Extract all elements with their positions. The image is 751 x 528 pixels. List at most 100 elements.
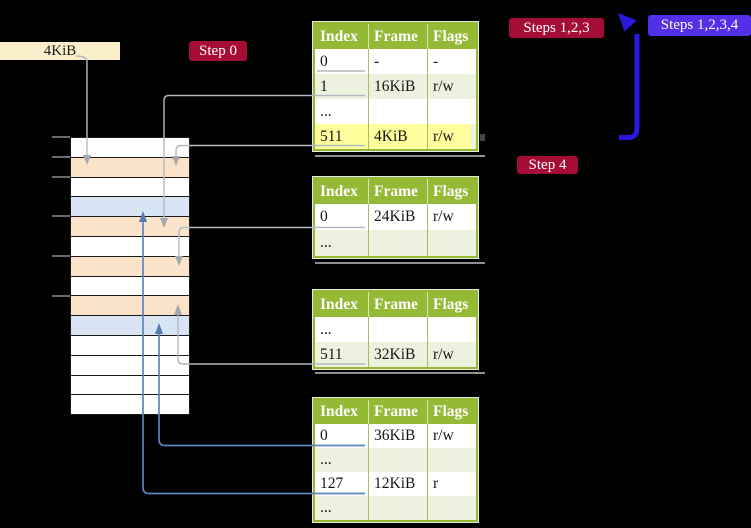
table-row: ... <box>315 99 476 124</box>
cell-frame <box>368 496 427 520</box>
table-row: ... <box>315 317 476 342</box>
table-row: 0 - - <box>315 49 476 74</box>
cell-flags: r <box>427 472 476 496</box>
cell-index: ... <box>320 320 332 338</box>
memory-row <box>71 335 189 356</box>
table-shadow <box>315 155 485 157</box>
table-header: Index Frame Flags <box>315 292 476 317</box>
cell-flags: r/w <box>427 124 476 149</box>
cell-flags <box>427 317 476 342</box>
table-row: ... <box>315 230 476 256</box>
cell-index: 127 <box>320 475 344 492</box>
frame-boundary-tick <box>52 295 70 297</box>
cell-frame: 12KiB <box>368 472 427 496</box>
memory-row <box>71 375 189 396</box>
table-row: 1 16KiB r/w <box>315 74 476 99</box>
header-flags: Flags <box>427 24 476 49</box>
table-shadow <box>315 372 485 374</box>
memory-row <box>71 177 189 198</box>
memory-row <box>71 217 189 237</box>
cell-index: 511 <box>315 124 368 149</box>
cell-flags: r/w <box>427 424 476 448</box>
cell-index: 0 <box>320 208 328 225</box>
memory-row <box>71 296 189 317</box>
header-index: Index <box>320 403 358 420</box>
table-row: 511 32KiB r/w <box>315 342 476 367</box>
header-index: Index <box>320 27 358 45</box>
header-flags: Flags <box>427 179 476 204</box>
page-table-third: Index Frame Flags ... 511 32KiB r/w <box>313 290 478 369</box>
loop-arrow <box>619 34 640 140</box>
table-row: 0 24KiB r/w <box>315 204 476 230</box>
memory-row <box>71 355 189 376</box>
table-row: ... <box>315 448 476 472</box>
table-shadow <box>315 262 485 264</box>
loop-arrowhead <box>618 13 637 32</box>
header-frame: Frame <box>368 292 427 317</box>
cell-flags <box>427 99 476 124</box>
steps1234-label: Steps 1,2,3,4 <box>648 15 751 36</box>
header-frame: Frame <box>368 400 427 424</box>
header-index: Index <box>320 182 358 200</box>
memory-row <box>71 256 189 277</box>
cell-index: ... <box>320 102 332 120</box>
cell-flags <box>427 496 476 520</box>
cell-index: ... <box>320 234 332 251</box>
table-header: Index Frame Flags <box>315 179 476 204</box>
cell-frame: 24KiB <box>368 204 427 230</box>
page-table-fourth: Index Frame Flags 0 36KiB r/w ... 127 12… <box>313 398 478 522</box>
cell-flags: r/w <box>427 342 476 367</box>
cell-flags <box>427 230 476 256</box>
memory-row <box>71 316 189 336</box>
cell-index: ... <box>320 451 332 468</box>
cell-frame: 16KiB <box>368 74 427 99</box>
memory-row <box>71 157 189 178</box>
step4-label: Step 4 <box>517 156 578 174</box>
header-frame: Frame <box>368 179 427 204</box>
memory-row <box>71 395 189 415</box>
table-header: Index Frame Flags <box>315 24 476 49</box>
cell-flags: r/w <box>427 74 476 99</box>
cell-frame: 36KiB <box>368 424 427 448</box>
memory-row <box>71 138 189 158</box>
cell-frame <box>368 448 427 472</box>
frame-boundary-tick <box>52 255 70 257</box>
cell-frame: - <box>368 49 427 74</box>
physical-memory-strip <box>70 137 190 416</box>
table-row: 127 12KiB r <box>315 472 476 496</box>
header-frame: Frame <box>368 24 427 49</box>
steps123-label: Steps 1,2,3 <box>509 18 604 38</box>
cell-frame: 4KiB <box>368 124 427 149</box>
cell-frame <box>368 99 427 124</box>
table-row-highlighted: 511 4KiB r/w <box>315 124 476 149</box>
frame-boundary-tick <box>52 215 70 217</box>
step0-label: Step 0 <box>189 41 247 61</box>
frame-boundary-tick <box>52 136 70 138</box>
cell-flags: r/w <box>427 204 476 230</box>
page-table-second: Index Frame Flags 0 24KiB r/w ... <box>313 177 478 258</box>
frame-boundary-tick <box>52 156 70 158</box>
cell-index: 0 <box>320 427 328 444</box>
memory-row <box>71 276 189 297</box>
page-table-top: Index Frame Flags 0 - - 1 16KiB r/w ... … <box>313 22 478 151</box>
cell-index: 1 <box>320 77 328 95</box>
frame-boundary-tick <box>52 176 70 178</box>
small-marker <box>480 134 485 141</box>
header-flags: Flags <box>427 292 476 317</box>
page-size-label: 4KiB <box>0 42 120 60</box>
memory-row <box>71 197 189 218</box>
memory-row <box>71 236 189 257</box>
cell-index: 0 <box>320 52 328 70</box>
cell-flags <box>427 448 476 472</box>
header-index: Index <box>320 295 358 313</box>
table-row: 0 36KiB r/w <box>315 424 476 448</box>
table-row: ... <box>315 496 476 520</box>
cell-frame: 32KiB <box>368 342 427 367</box>
cell-frame <box>368 230 427 256</box>
table-header: Index Frame Flags <box>315 400 476 424</box>
cell-index: 511 <box>320 345 343 363</box>
header-flags: Flags <box>427 400 476 424</box>
cell-frame <box>368 317 427 342</box>
cell-index: ... <box>320 499 332 516</box>
